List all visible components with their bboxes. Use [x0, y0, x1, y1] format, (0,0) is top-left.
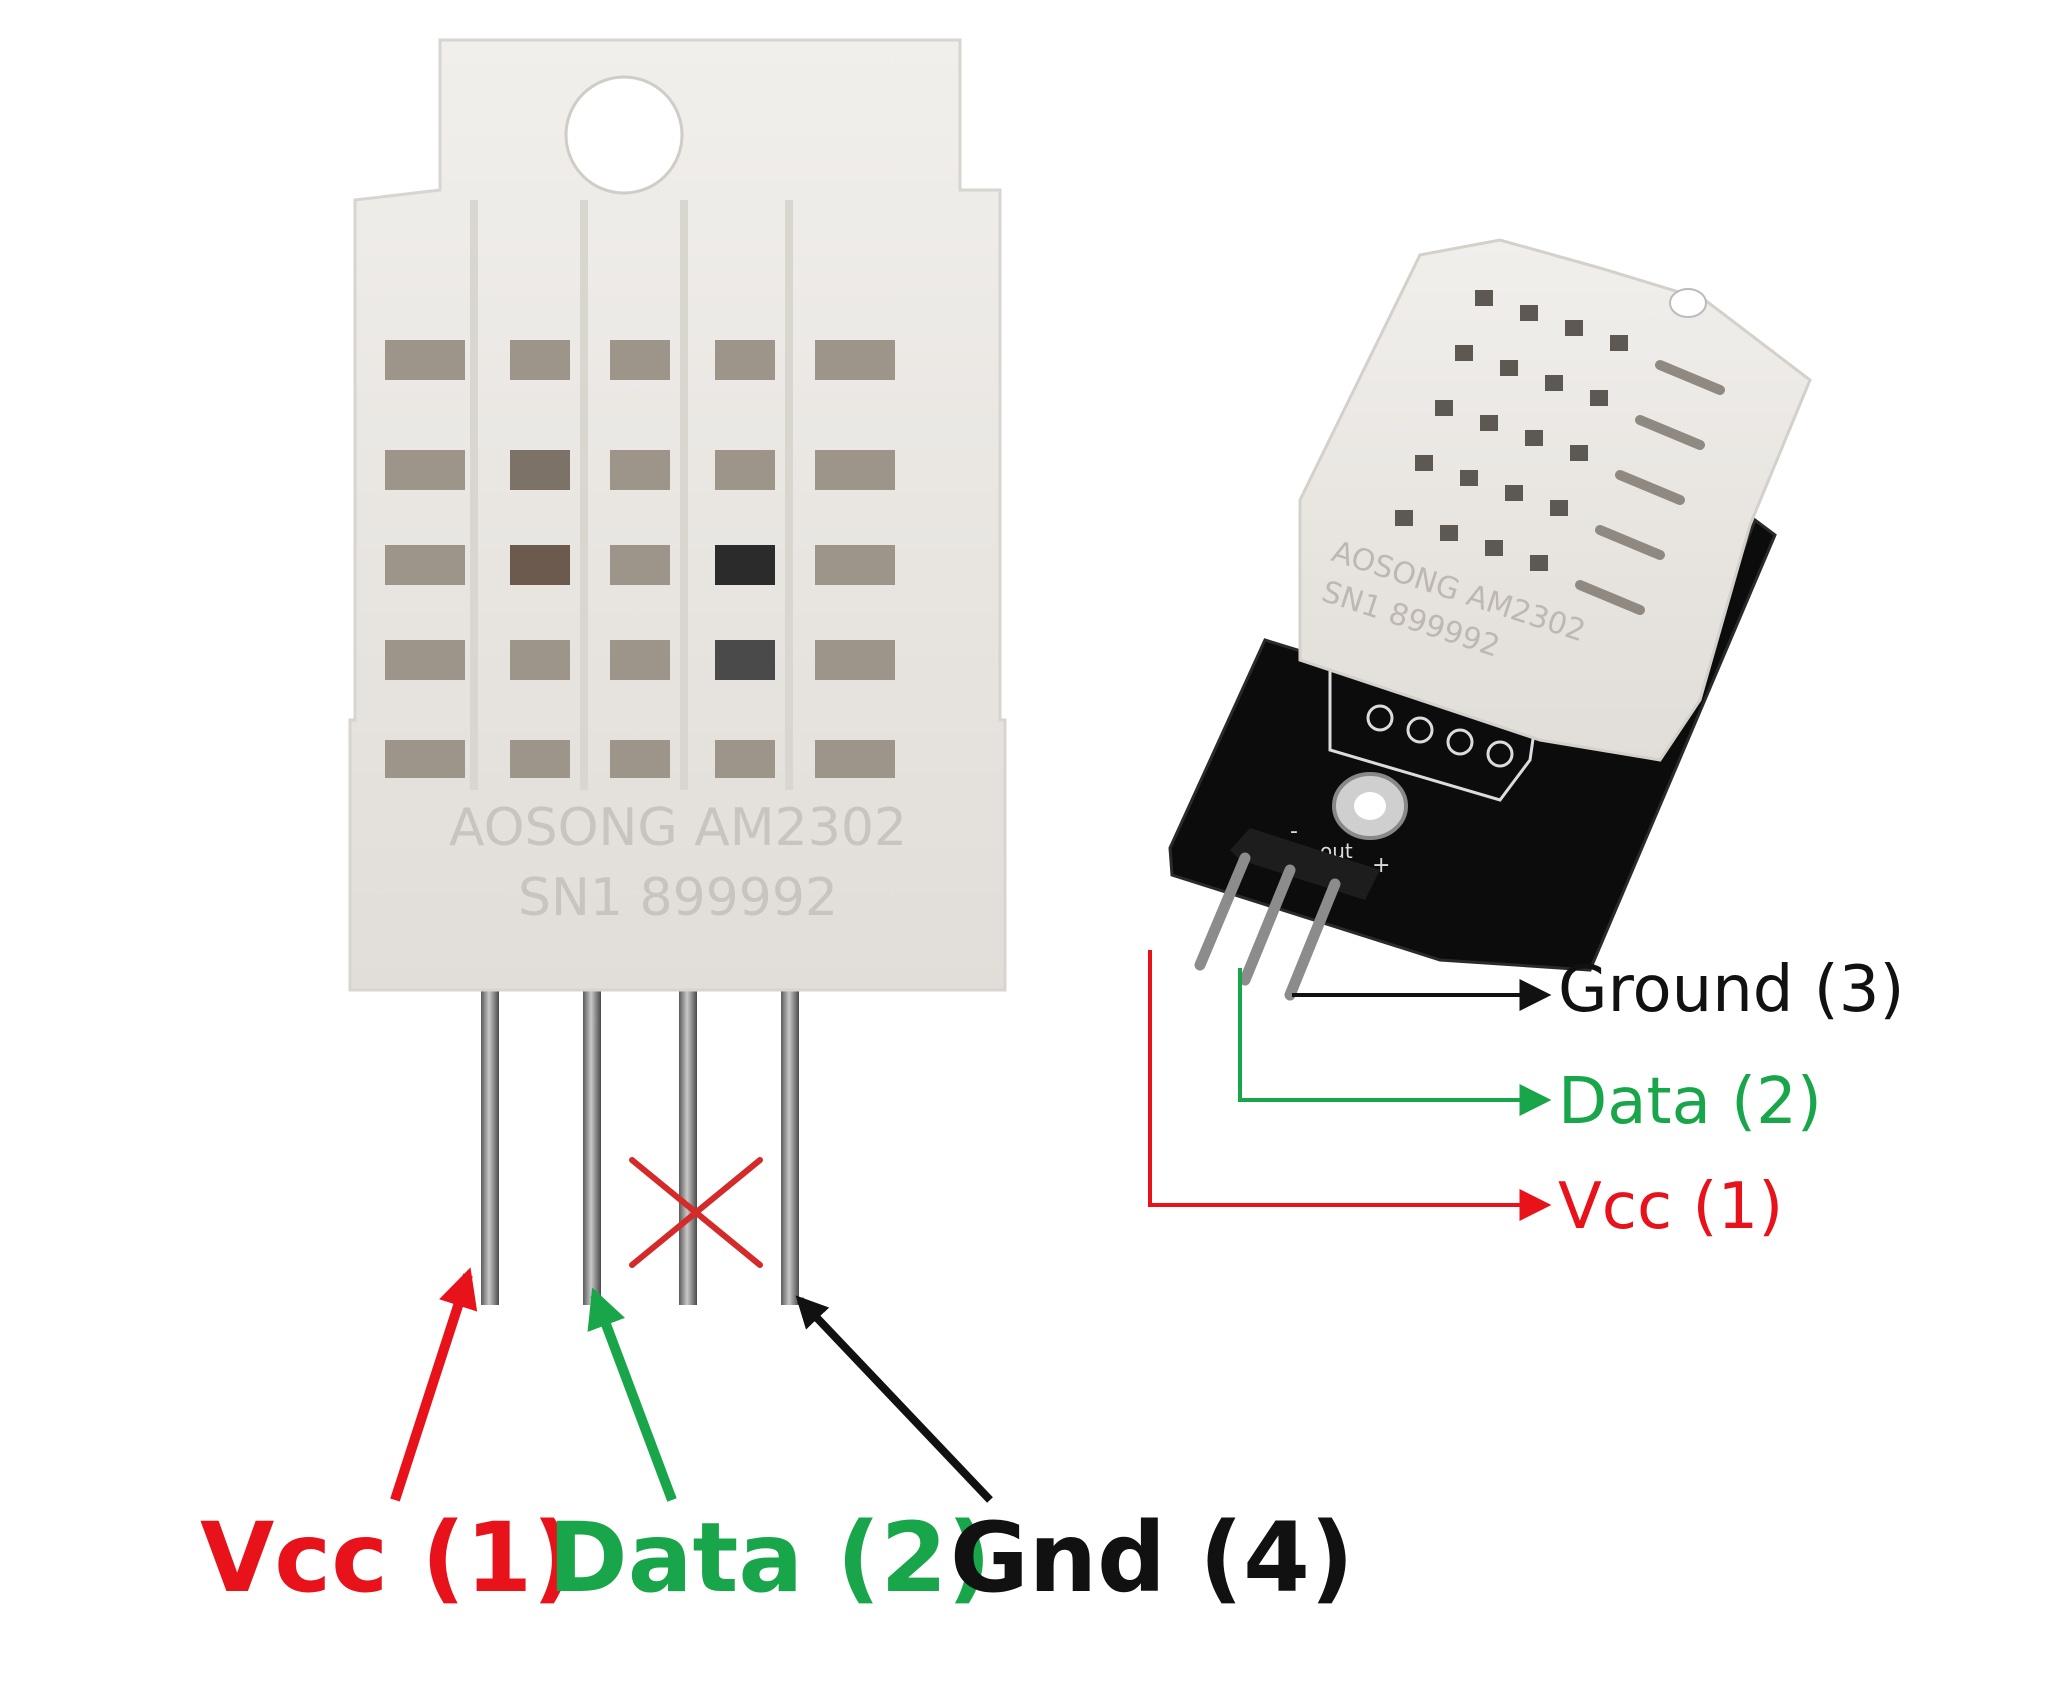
- left-gnd-label: Gnd (4): [950, 1502, 1354, 1614]
- vcc-connector: [1148, 950, 1552, 1221]
- pin-3: [679, 985, 697, 1305]
- vcc-arrow: [390, 1267, 478, 1502]
- silkscreen-pads: [1366, 704, 1514, 768]
- data-connector: [1238, 968, 1552, 1116]
- right-module: AOSONG AM2302 SN1 899992 - out +: [1148, 238, 1812, 1221]
- mounting-hole: [564, 75, 684, 195]
- pin-4: [781, 985, 799, 1305]
- left-marking-line2: SN1 899992: [518, 868, 838, 928]
- left-marking-line1: AOSONG AM2302: [449, 798, 907, 858]
- vent-grid: [385, 340, 895, 778]
- right-side-slits: [1575, 360, 1725, 615]
- right-vcc-label: Vcc (1): [1558, 1170, 1784, 1244]
- data-arrow: [587, 1287, 677, 1502]
- left-sensor: AOSONG AM2302 SN1 899992: [348, 38, 1007, 1503]
- pin-1: [481, 985, 499, 1305]
- right-data-label: Data (2): [1558, 1065, 1822, 1139]
- right-vent-grid: [1395, 290, 1628, 571]
- x-mark-icon: [629, 1157, 763, 1268]
- left-data-label: Data (2): [548, 1502, 992, 1614]
- right-module-pins: [1194, 852, 1341, 1001]
- left-sensor-ribs: [470, 200, 793, 790]
- pin-2: [583, 985, 601, 1305]
- right-ground-label: Ground (3): [1558, 953, 1905, 1027]
- gnd-arrow: [795, 1295, 993, 1503]
- pin-mark-1: -: [1290, 819, 1298, 844]
- left-vcc-label: Vcc (1): [200, 1502, 577, 1614]
- pin-header: [1230, 828, 1380, 900]
